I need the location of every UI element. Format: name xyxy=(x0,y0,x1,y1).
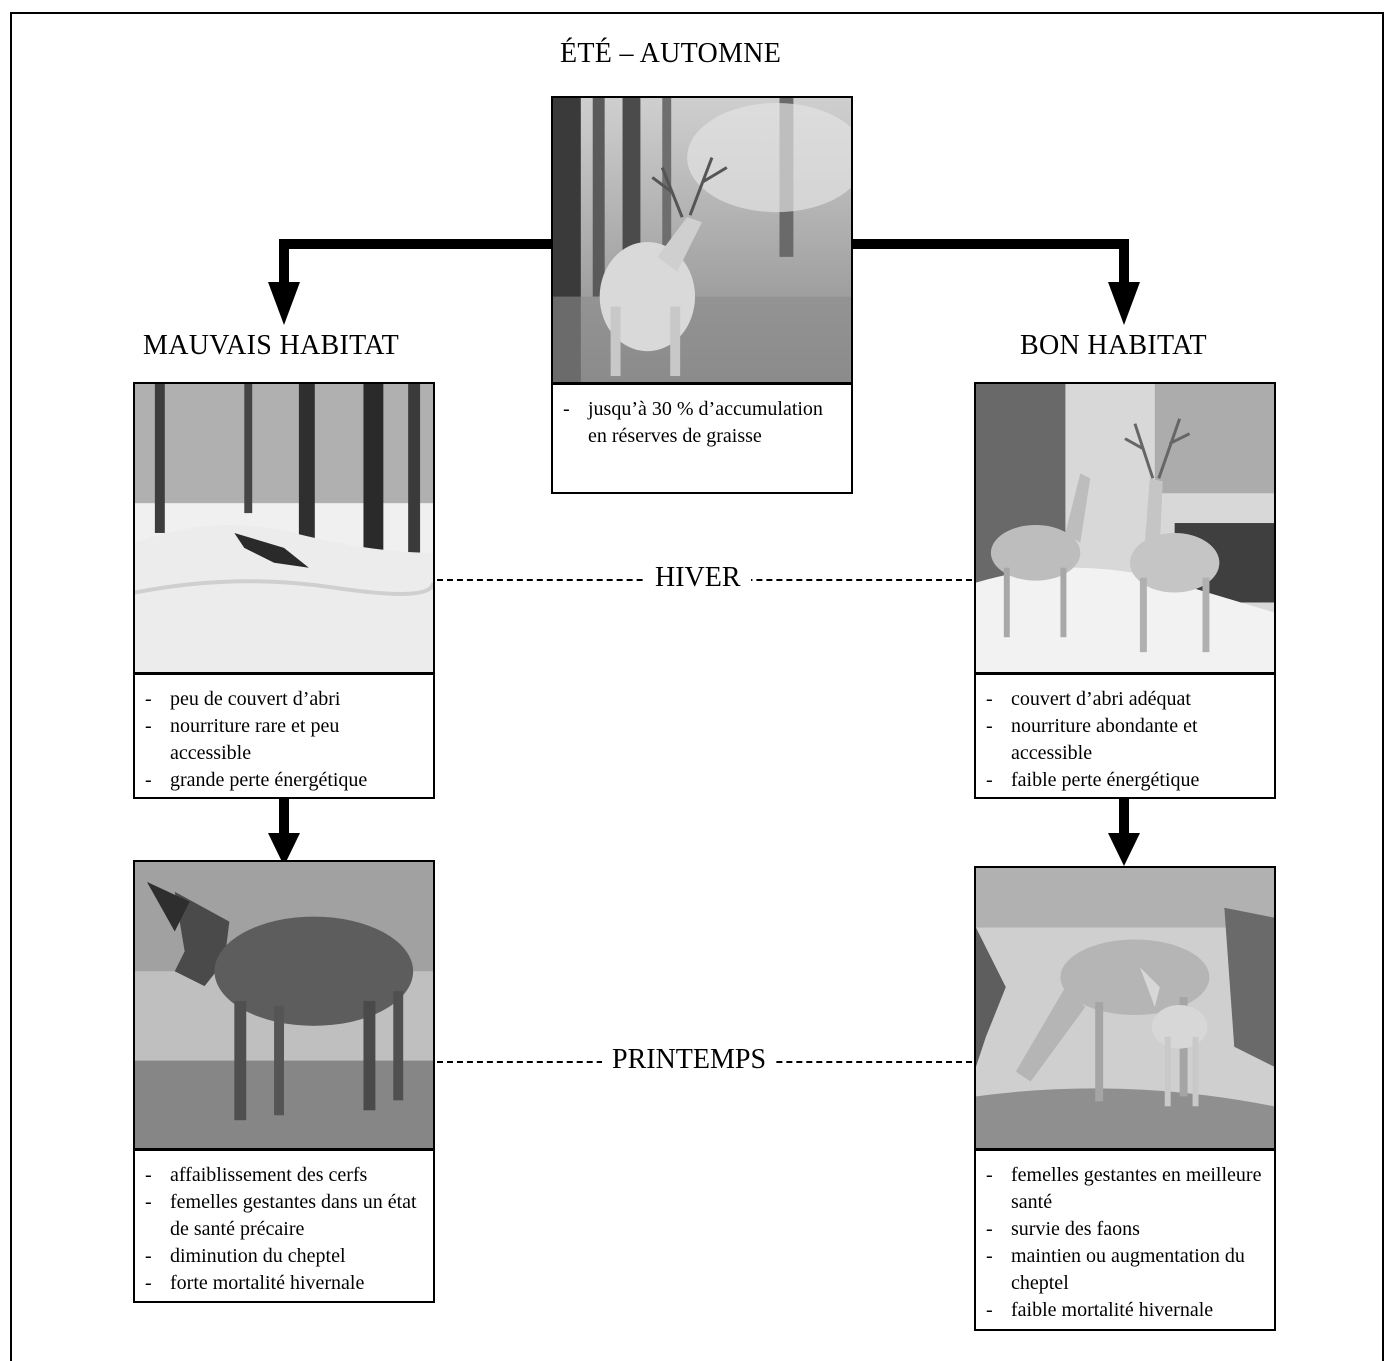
deer-in-deep-snow-photo xyxy=(133,382,435,674)
season-winter: HIVER xyxy=(645,562,751,594)
season-spring: PRINTEMPS xyxy=(602,1044,777,1076)
good-winter-caption: couvert d’abri adéquat nourriture abonda… xyxy=(974,673,1276,799)
poor-spring-caption: affaiblissement des cerfs femelles gesta… xyxy=(133,1149,435,1303)
poor-winter-bullet-3: grande perte énergétique xyxy=(145,767,423,794)
arrow-to-good-habitat xyxy=(851,239,1129,285)
good-winter-bullet-3: faible perte énergétique xyxy=(986,767,1264,794)
good-spring-caption: femelles gestantes en meilleure santé su… xyxy=(974,1149,1276,1331)
poor-spring-bullets: affaiblissement des cerfs femelles gesta… xyxy=(145,1162,423,1297)
good-spring-bullets: femelles gestantes en meilleure santé su… xyxy=(986,1162,1264,1324)
doe-and-fawn-drinking-photo xyxy=(974,866,1276,1150)
arrow-head-poor-spring xyxy=(268,833,300,866)
good-spring-bullet-4: faible mortalité hivernale xyxy=(986,1297,1264,1324)
summer-bullets: jusqu’à 30 % d’accumulation en réserves … xyxy=(563,396,841,450)
poor-spring-bullet-2: femelles gestantes dans un état de santé… xyxy=(145,1189,423,1243)
good-winter-bullet-1: couvert d’abri adéquat xyxy=(986,686,1264,713)
deer-pair-in-sheltered-snow-photo xyxy=(974,382,1276,674)
heading-summer-autumn: ÉTÉ – AUTOMNE xyxy=(560,38,782,69)
arrow-head-good-spring xyxy=(1108,833,1140,866)
poor-winter-bullets: peu de couvert d’abri nourriture rare et… xyxy=(145,686,423,794)
good-spring-bullet-1: femelles gestantes en meilleure santé xyxy=(986,1162,1264,1216)
poor-winter-bullet-1: peu de couvert d’abri xyxy=(145,686,423,713)
good-spring-bullet-2: survie des faons xyxy=(986,1216,1264,1243)
arrow-head-poor-habitat xyxy=(268,282,300,325)
good-winter-bullet-2: nourriture abondante et accessible xyxy=(986,713,1264,767)
heading-poor-habitat: MAUVAIS HABITAT xyxy=(143,330,400,361)
arrow-head-good-habitat xyxy=(1108,282,1140,325)
poor-spring-bullet-1: affaiblissement des cerfs xyxy=(145,1162,423,1189)
good-spring-bullet-3: maintien ou augmentation du cheptel xyxy=(986,1243,1264,1297)
poor-winter-caption: peu de couvert d’abri nourriture rare et… xyxy=(133,673,435,799)
summer-caption: jusqu’à 30 % d’accumulation en réserves … xyxy=(551,383,853,494)
heading-good-habitat: BON HABITAT xyxy=(1020,330,1207,361)
poor-spring-bullet-3: diminution du cheptel xyxy=(145,1243,423,1270)
poor-winter-bullet-2: nourriture rare et peu accessible xyxy=(145,713,423,767)
poor-spring-bullet-4: forte mortalité hivernale xyxy=(145,1270,423,1297)
arrow-to-poor-habitat xyxy=(279,239,553,285)
summer-bullet-1: jusqu’à 30 % d’accumulation en réserves … xyxy=(563,396,841,450)
deer-in-summer-forest-photo xyxy=(551,96,853,384)
good-winter-bullets: couvert d’abri adéquat nourriture abonda… xyxy=(986,686,1264,794)
thin-doe-in-spring-photo xyxy=(133,860,435,1150)
diagram-frame xyxy=(10,12,1384,1361)
